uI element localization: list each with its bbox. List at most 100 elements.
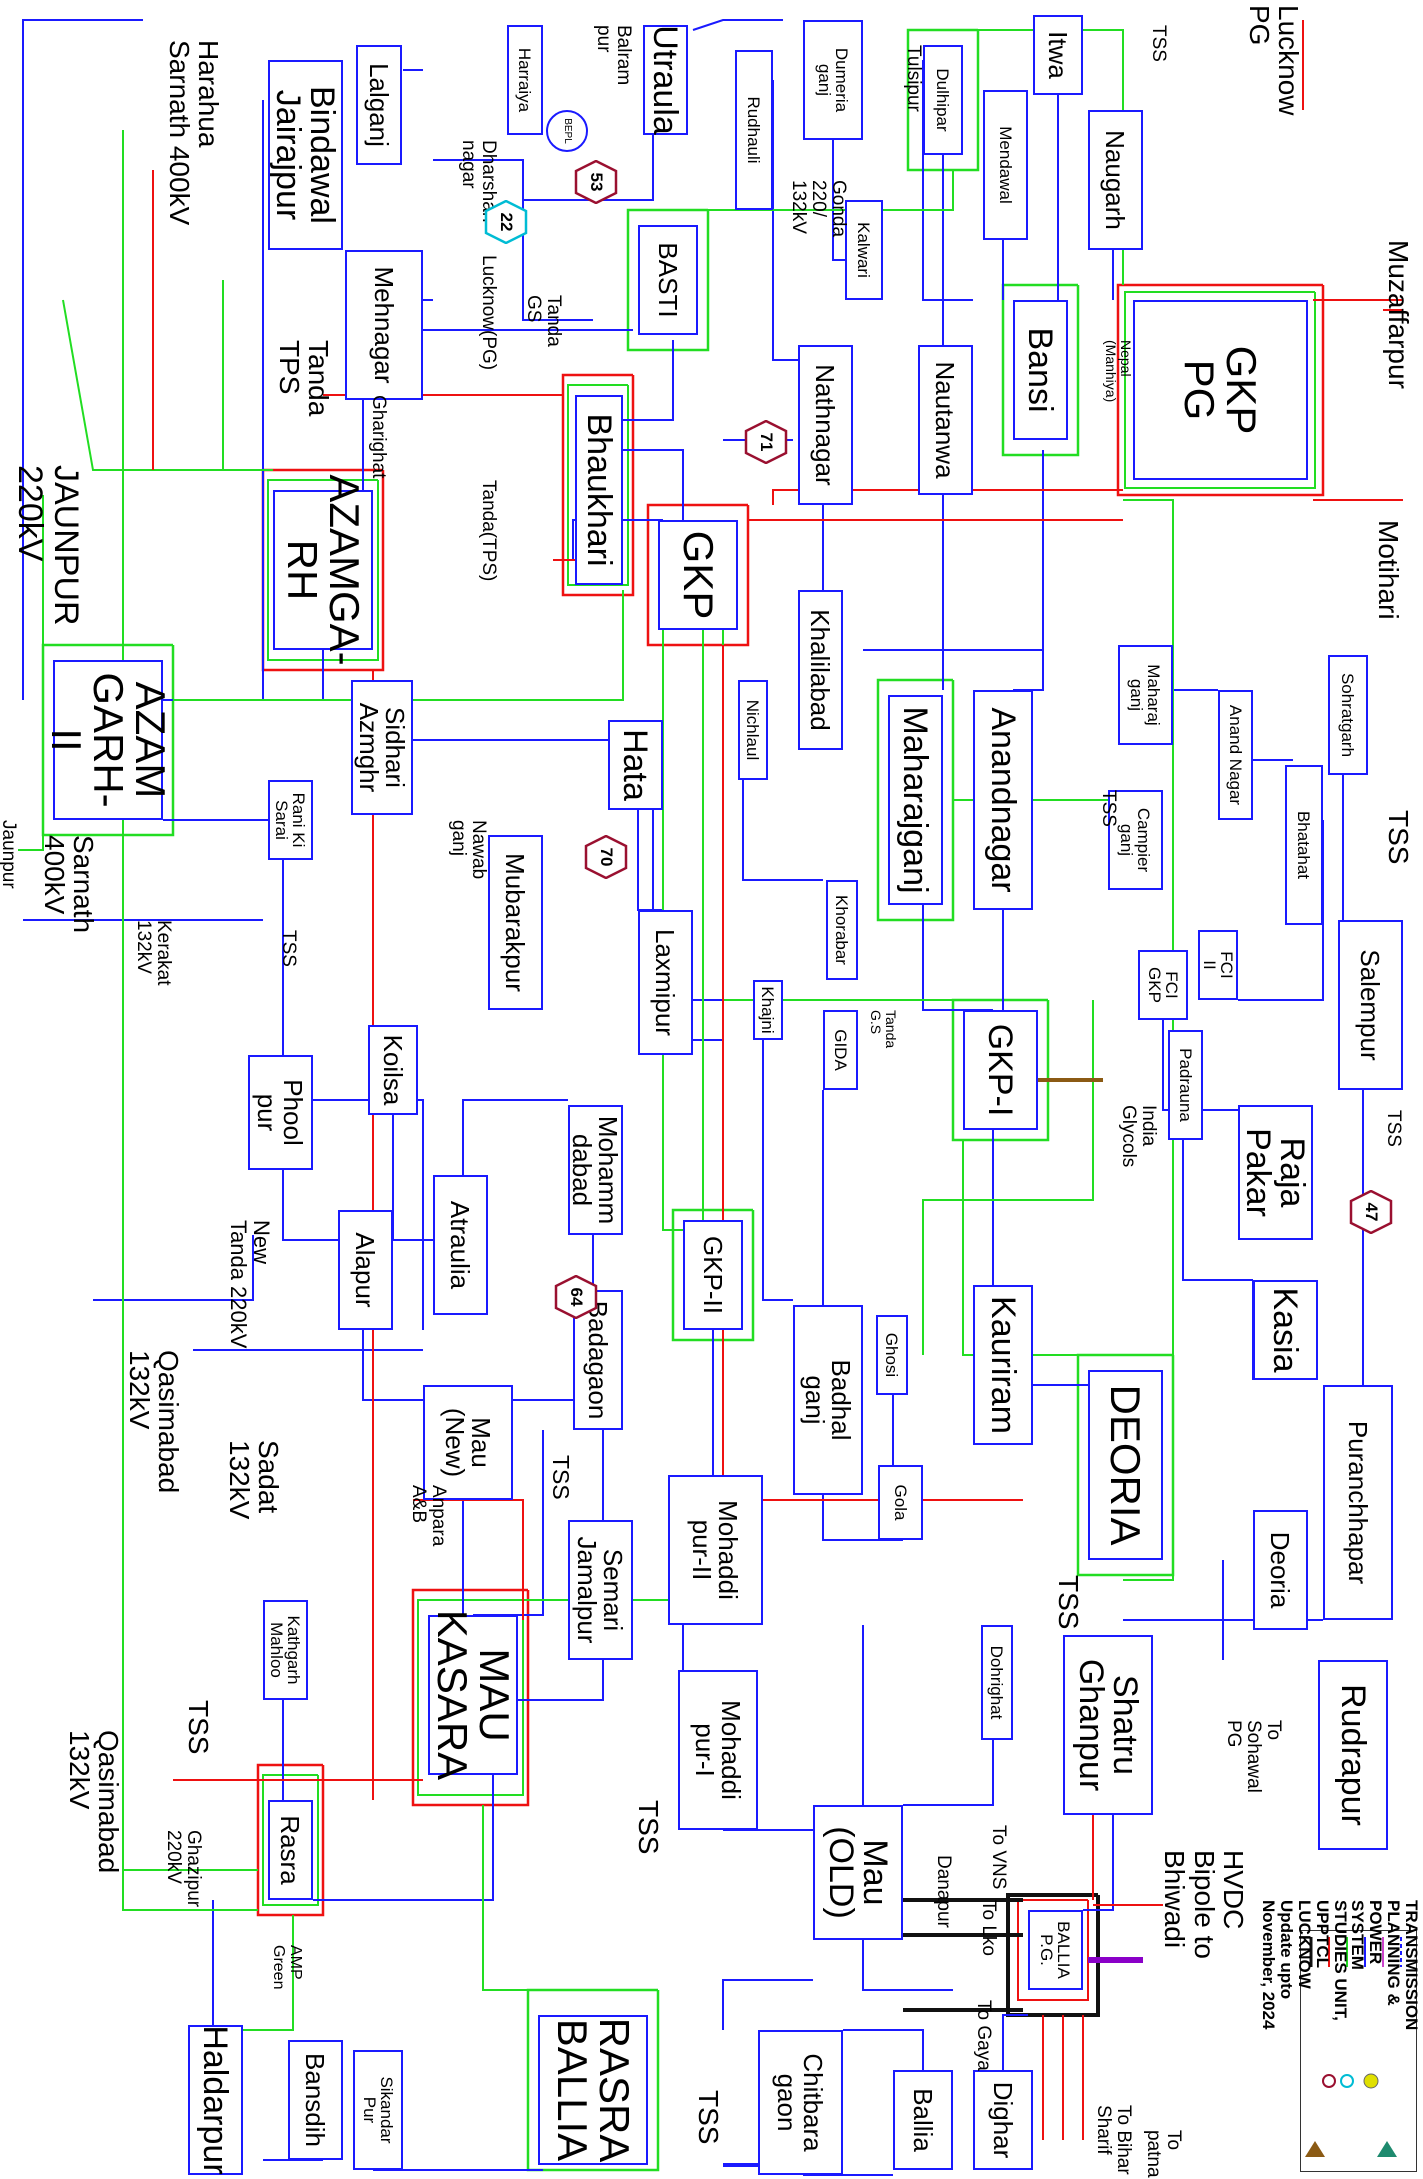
wire-segment (1124, 291, 1316, 489)
box-bansi: Bansi (1013, 300, 1068, 440)
wire-segment (362, 1330, 423, 1401)
box-mubarakpur: Mubarakpur (488, 835, 543, 1010)
box-sohratgarh: Sohratgarh (1328, 655, 1368, 775)
wire-segment (1083, 1815, 1114, 1911)
wire-segment (922, 1000, 1094, 1355)
box-nathnagar: Nathnagar (798, 345, 853, 505)
wire-segment (843, 2029, 924, 2070)
wire-segment (572, 519, 663, 560)
wire-segment (518, 1660, 604, 1701)
box-dighar: Dighar (973, 2070, 1033, 2170)
wire-segment (906, 28, 980, 172)
wire-segment (561, 373, 635, 597)
wire-segment (256, 1763, 325, 1917)
wire-segment (262, 1774, 319, 1906)
label-amp-green: AMP Green (270, 1945, 304, 1990)
box-bhaukhari: Bhaukhari (575, 395, 623, 585)
box-fci2: FCI II (1198, 930, 1238, 1000)
label-tss-kasara: TSS (183, 1700, 214, 1755)
box-fcigkp: FCI GKP (1138, 950, 1188, 1020)
label-tss-deoria: TSS (1053, 1575, 1084, 1630)
wire-segment (903, 1740, 994, 1806)
bepl-circle: BEPL (546, 110, 588, 152)
box-rajapakar: Raja Pakar (1238, 1105, 1313, 1240)
label-jaunpur: JAUNPUR 220kV (11, 465, 85, 626)
label-tss-mid: TSS (1098, 790, 1119, 827)
hex-marker-47: 47 (1349, 1190, 1393, 1234)
box-maharajganj-s: Maharaj ganj (1118, 645, 1173, 745)
label-gharighat: Gharighat (368, 395, 389, 479)
wire-segment (692, 19, 783, 31)
box-harraiya: Harraiya (507, 25, 543, 135)
label-balrampur: Balram pur (593, 25, 634, 86)
box-rudrapur: Rudrapur (1318, 1660, 1388, 1850)
label-to-vns: To VNS (988, 1825, 1009, 1890)
wire-segment (413, 1499, 524, 1620)
label-kerakat: Kerakat 132kV (133, 920, 174, 986)
label-qasimabad1: Qasimabad 132kV (123, 1350, 184, 1494)
wire-segment (1116, 283, 1325, 497)
label-harahua: Harahua Sarnath 400kV (163, 40, 224, 226)
label-tss-rani: TSS (278, 930, 299, 967)
label-new-tanda: New Tanda 220kV (225, 1220, 274, 1349)
wire-segment (267, 479, 379, 661)
box-gkp1: GKP-I (963, 1010, 1038, 1130)
label-to-gaya: To Gaya (973, 2000, 994, 2071)
label-tss-top: TSS (1148, 25, 1169, 62)
label-to-patna: To patna (1143, 2130, 1184, 2178)
legend-swatches (1305, 1937, 1402, 2157)
box-khalilabad: Khalilabad (798, 590, 843, 750)
label-gonda: Gonda 220/ 132kV (788, 180, 849, 238)
label-tss-maunew: TSS (548, 1455, 574, 1500)
wire-segment (482, 1805, 563, 1991)
wire-segment (313, 1775, 494, 1901)
label-nawabganj: Nawab ganj (448, 820, 489, 880)
hex-marker-53: 53 (574, 160, 618, 204)
legend (1300, 1930, 1417, 2172)
wire-segment (18, 495, 44, 851)
box-gola: Gola (878, 1465, 923, 1540)
box-padrauna: Padrauna (1168, 1030, 1203, 1140)
label-tss-salempur: TSS (1383, 810, 1414, 865)
box-gkp: GKP (658, 520, 738, 630)
box-anand-nagar2: Anand Nagar (1218, 690, 1253, 820)
box-azamgarh: AZAMGA- RH (273, 474, 373, 666)
box-ghosi: Ghosi (876, 1315, 908, 1395)
box-badhalganj: Badhal ganj (793, 1305, 863, 1495)
footer-credit: TRANSMISSION PLANNING & POWER SYSTEM STU… (1259, 1900, 1421, 2031)
wire-segment (523, 135, 654, 201)
box-utraula: Utraula (643, 25, 688, 135)
box-mohaddipur2: Mohaddi pur-II (668, 1475, 763, 1625)
label-tanda-gs: Tanda GS (523, 295, 564, 347)
box-alapur: Alapur (338, 1210, 393, 1330)
box-khorabar: Khorabar (826, 880, 858, 980)
box-mendawal: Mendawal (983, 90, 1028, 240)
label-tanda-tps2: Tanda(TPS) (478, 480, 499, 582)
wire-segment (93, 1235, 254, 1301)
wire-segment (122, 640, 258, 1871)
box-lalganj: Lalganj (356, 45, 402, 165)
wire-segment (313, 1099, 424, 1330)
wire-segment (417, 1599, 524, 1796)
box-haldarpur: Haldarpur (188, 2025, 243, 2175)
hex-marker-22: 22 (484, 200, 528, 244)
hex-marker-64: 64 (554, 1275, 598, 1319)
label-muzaffarpur: Muzaffarpur (1383, 240, 1414, 389)
wire-segment (708, 170, 954, 211)
label-sarnath400: Sarnath 400kV (38, 835, 99, 934)
label-ghazipur: Ghazipur 220kV (163, 1830, 204, 1908)
wire-segment (951, 998, 1050, 1142)
box-kathgarh: Kathgarh Mahloo (263, 1600, 308, 1700)
wire-segment (223, 1915, 294, 2031)
wire-segment (772, 489, 1123, 505)
box-atraulia: Atraulia (433, 1175, 488, 1315)
hex-marker-71: 71 (744, 420, 788, 464)
hex-marker-70: 70 (584, 835, 628, 879)
label-sadat: Sadat 132kV (223, 1440, 284, 1520)
box-puranchhapar: Puranchhapar (1323, 1385, 1393, 1620)
box-bhatahat: Bhatahat (1285, 765, 1323, 925)
box-maharajganj: Maharajganj (888, 695, 943, 905)
label-tanda-tps: Tanda TPS (273, 340, 334, 417)
